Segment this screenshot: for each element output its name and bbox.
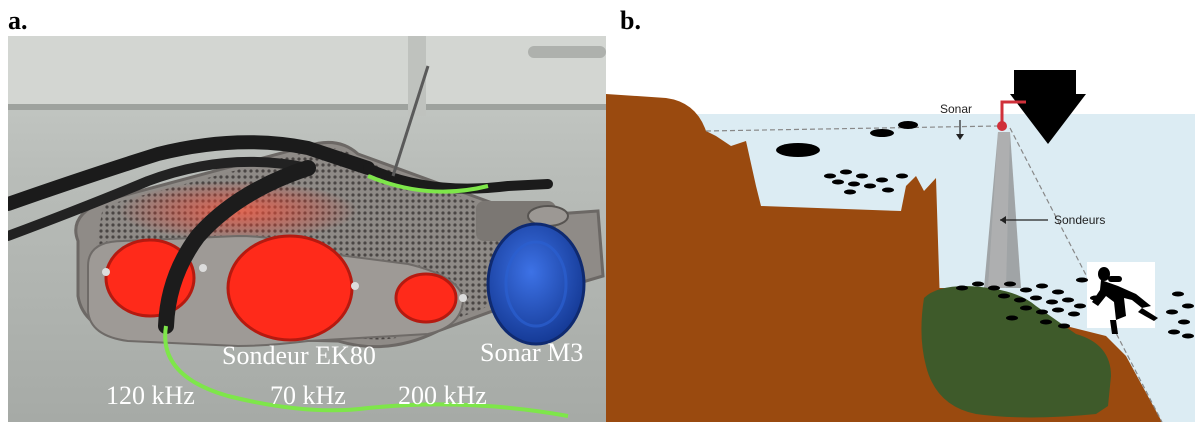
panel-b-label: b. [620, 6, 641, 35]
label-sondeurs: Sondeurs [1054, 213, 1105, 227]
caption-70khz: 70 kHz [270, 381, 346, 410]
caption-120khz: 120 kHz [106, 381, 195, 410]
transducer-70khz [226, 234, 354, 342]
boat-icon [997, 70, 1086, 144]
cable-green [163, 325, 569, 418]
sonar-m3 [486, 222, 586, 346]
transducer-photo: Sondeur EK80 Sonar M3 120 kHz 70 kHz 200… [8, 36, 606, 422]
cable-black [8, 135, 375, 211]
caption-sonar: Sonar M3 [480, 338, 583, 367]
fish-school [824, 169, 1194, 339]
fish-icon [776, 143, 820, 157]
diver-icon [1087, 262, 1158, 334]
reef [921, 286, 1111, 418]
caption-200khz: 200 kHz [398, 381, 487, 410]
label-sonar: Sonar [940, 102, 972, 116]
caption-device: Sondeur EK80 [222, 341, 376, 370]
panel-a-label: a. [8, 6, 28, 35]
transducer-200khz [394, 272, 458, 324]
survey-diagram: Sonar Sondeurs [606, 36, 1195, 422]
